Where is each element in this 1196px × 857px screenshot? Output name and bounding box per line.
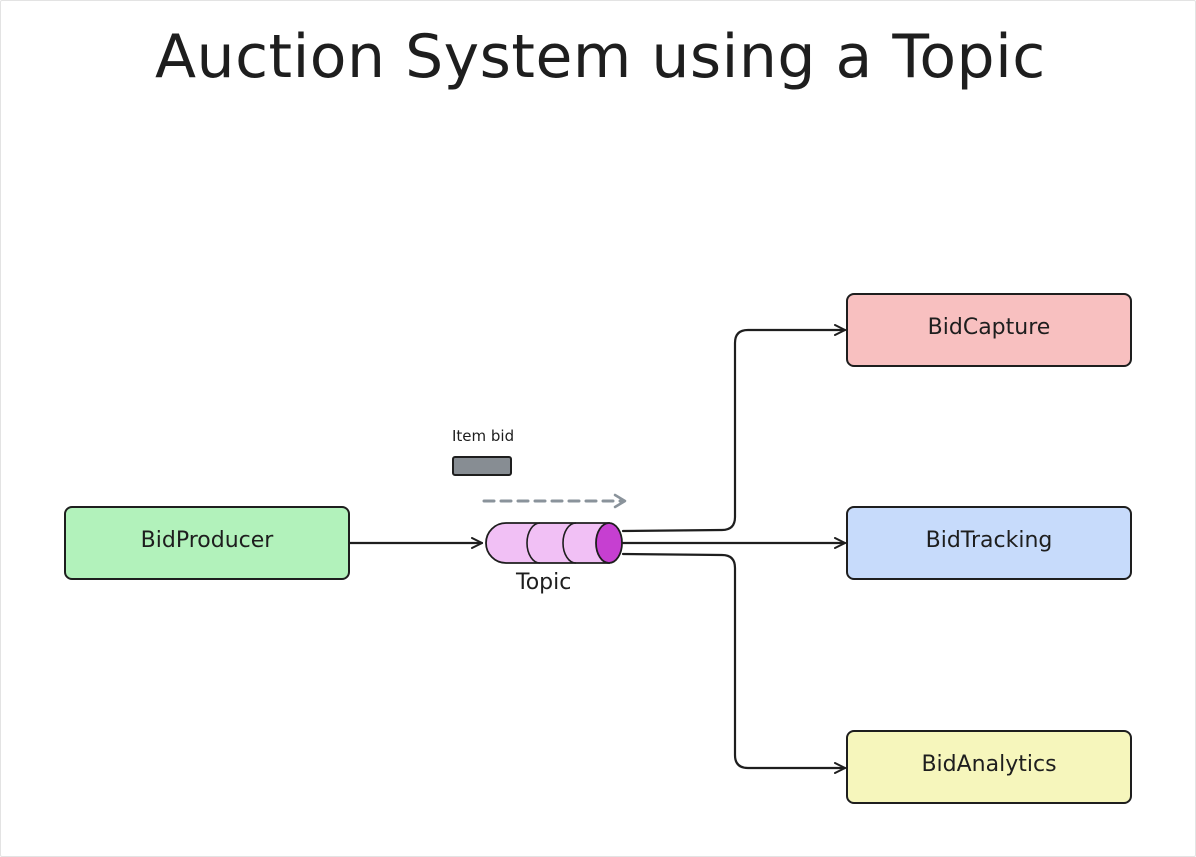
bid-capture-node[interactable]: BidCapture — [846, 293, 1132, 367]
edge-topic-to-capture — [621, 324, 847, 533]
bid-producer-node[interactable]: BidProducer — [64, 506, 350, 580]
bid-tracking-node[interactable]: BidTracking — [846, 506, 1132, 580]
bid-analytics-node[interactable]: BidAnalytics — [846, 730, 1132, 804]
bid-producer-label: BidProducer — [140, 527, 274, 553]
topic-queue-icon — [485, 522, 623, 564]
edge-topic-to-analytics — [621, 552, 847, 774]
bid-tracking-label: BidTracking — [925, 527, 1053, 553]
topic-label: Topic — [516, 570, 572, 595]
message-label: Item bid — [452, 427, 515, 445]
bid-capture-label: BidCapture — [927, 314, 1051, 340]
message-flow-arrow — [482, 493, 627, 509]
diagram-title: Auction System using a Topic — [155, 22, 1046, 92]
bid-analytics-label: BidAnalytics — [921, 751, 1057, 777]
message-item-box — [452, 456, 512, 476]
